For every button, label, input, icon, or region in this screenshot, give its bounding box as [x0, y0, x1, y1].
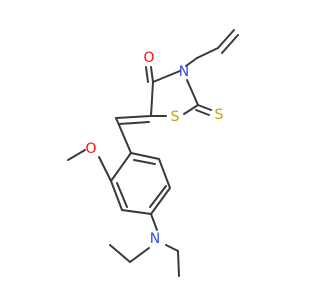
bond-allyl-c2-c3-double — [221, 34, 239, 54]
bond-ethyl1-c1-c2 — [109, 244, 131, 263]
bond-n-c2 — [186, 79, 199, 106]
atom-label-nitrogen-ring: N — [179, 64, 189, 80]
bond-c2-s-thione-double — [195, 109, 210, 116]
bond-ethyl2-c1-c2 — [177, 250, 180, 277]
bond-ar1-ar2 — [110, 152, 132, 182]
bond-c4-n — [152, 70, 181, 83]
bond-ar6-ar1 — [130, 152, 160, 160]
bond-c4-o — [150, 66, 154, 83]
atom-label-nitrogen-amine: N — [150, 231, 160, 247]
bond-ar4-n-amine — [150, 213, 158, 231]
bond-ar2-ar3 — [110, 180, 123, 211]
bond-ar4-ar5-inner — [149, 185, 167, 208]
atom-labels: O N S S O N — [85, 50, 223, 247]
bond-ar5-ar6 — [158, 158, 171, 189]
molecule-structure-diagram: O N S S O N — [67, 29, 239, 277]
atom-label-oxygen-carbonyl: O — [143, 50, 154, 66]
bond-allyl-c1-c2 — [196, 47, 219, 59]
bond-c5-ch-double — [118, 121, 150, 125]
bond-c2-s-thione — [197, 104, 212, 111]
bond-ar3-ar4 — [121, 209, 152, 215]
bond-c5-c4 — [150, 81, 154, 117]
bond-n-ethyl1-c1 — [129, 247, 150, 263]
atom-label-oxygen-methoxy: O — [85, 141, 96, 157]
atom-label-sulfur-thione: S — [215, 107, 224, 123]
bond-ar2-o-methoxy — [98, 156, 112, 182]
atom-label-sulfur-ring: S — [171, 109, 180, 125]
bond-n-allyl — [185, 57, 198, 67]
bond-c2-s1 — [183, 104, 199, 115]
bond-c5-ch — [115, 115, 152, 119]
bond-o-methyl — [67, 149, 86, 161]
bond-allyl-c2-c3 — [217, 29, 235, 49]
bond-n-ethyl2-c1 — [165, 244, 179, 252]
bond-ar2-ar3-inner — [116, 182, 128, 208]
bond-c4-o-double — [145, 66, 149, 83]
bond-ar6-ar1-inner — [133, 159, 156, 165]
bond-ar4-ar5 — [150, 187, 171, 215]
bonds — [67, 29, 239, 277]
bond-ch-ar1 — [115, 117, 132, 154]
